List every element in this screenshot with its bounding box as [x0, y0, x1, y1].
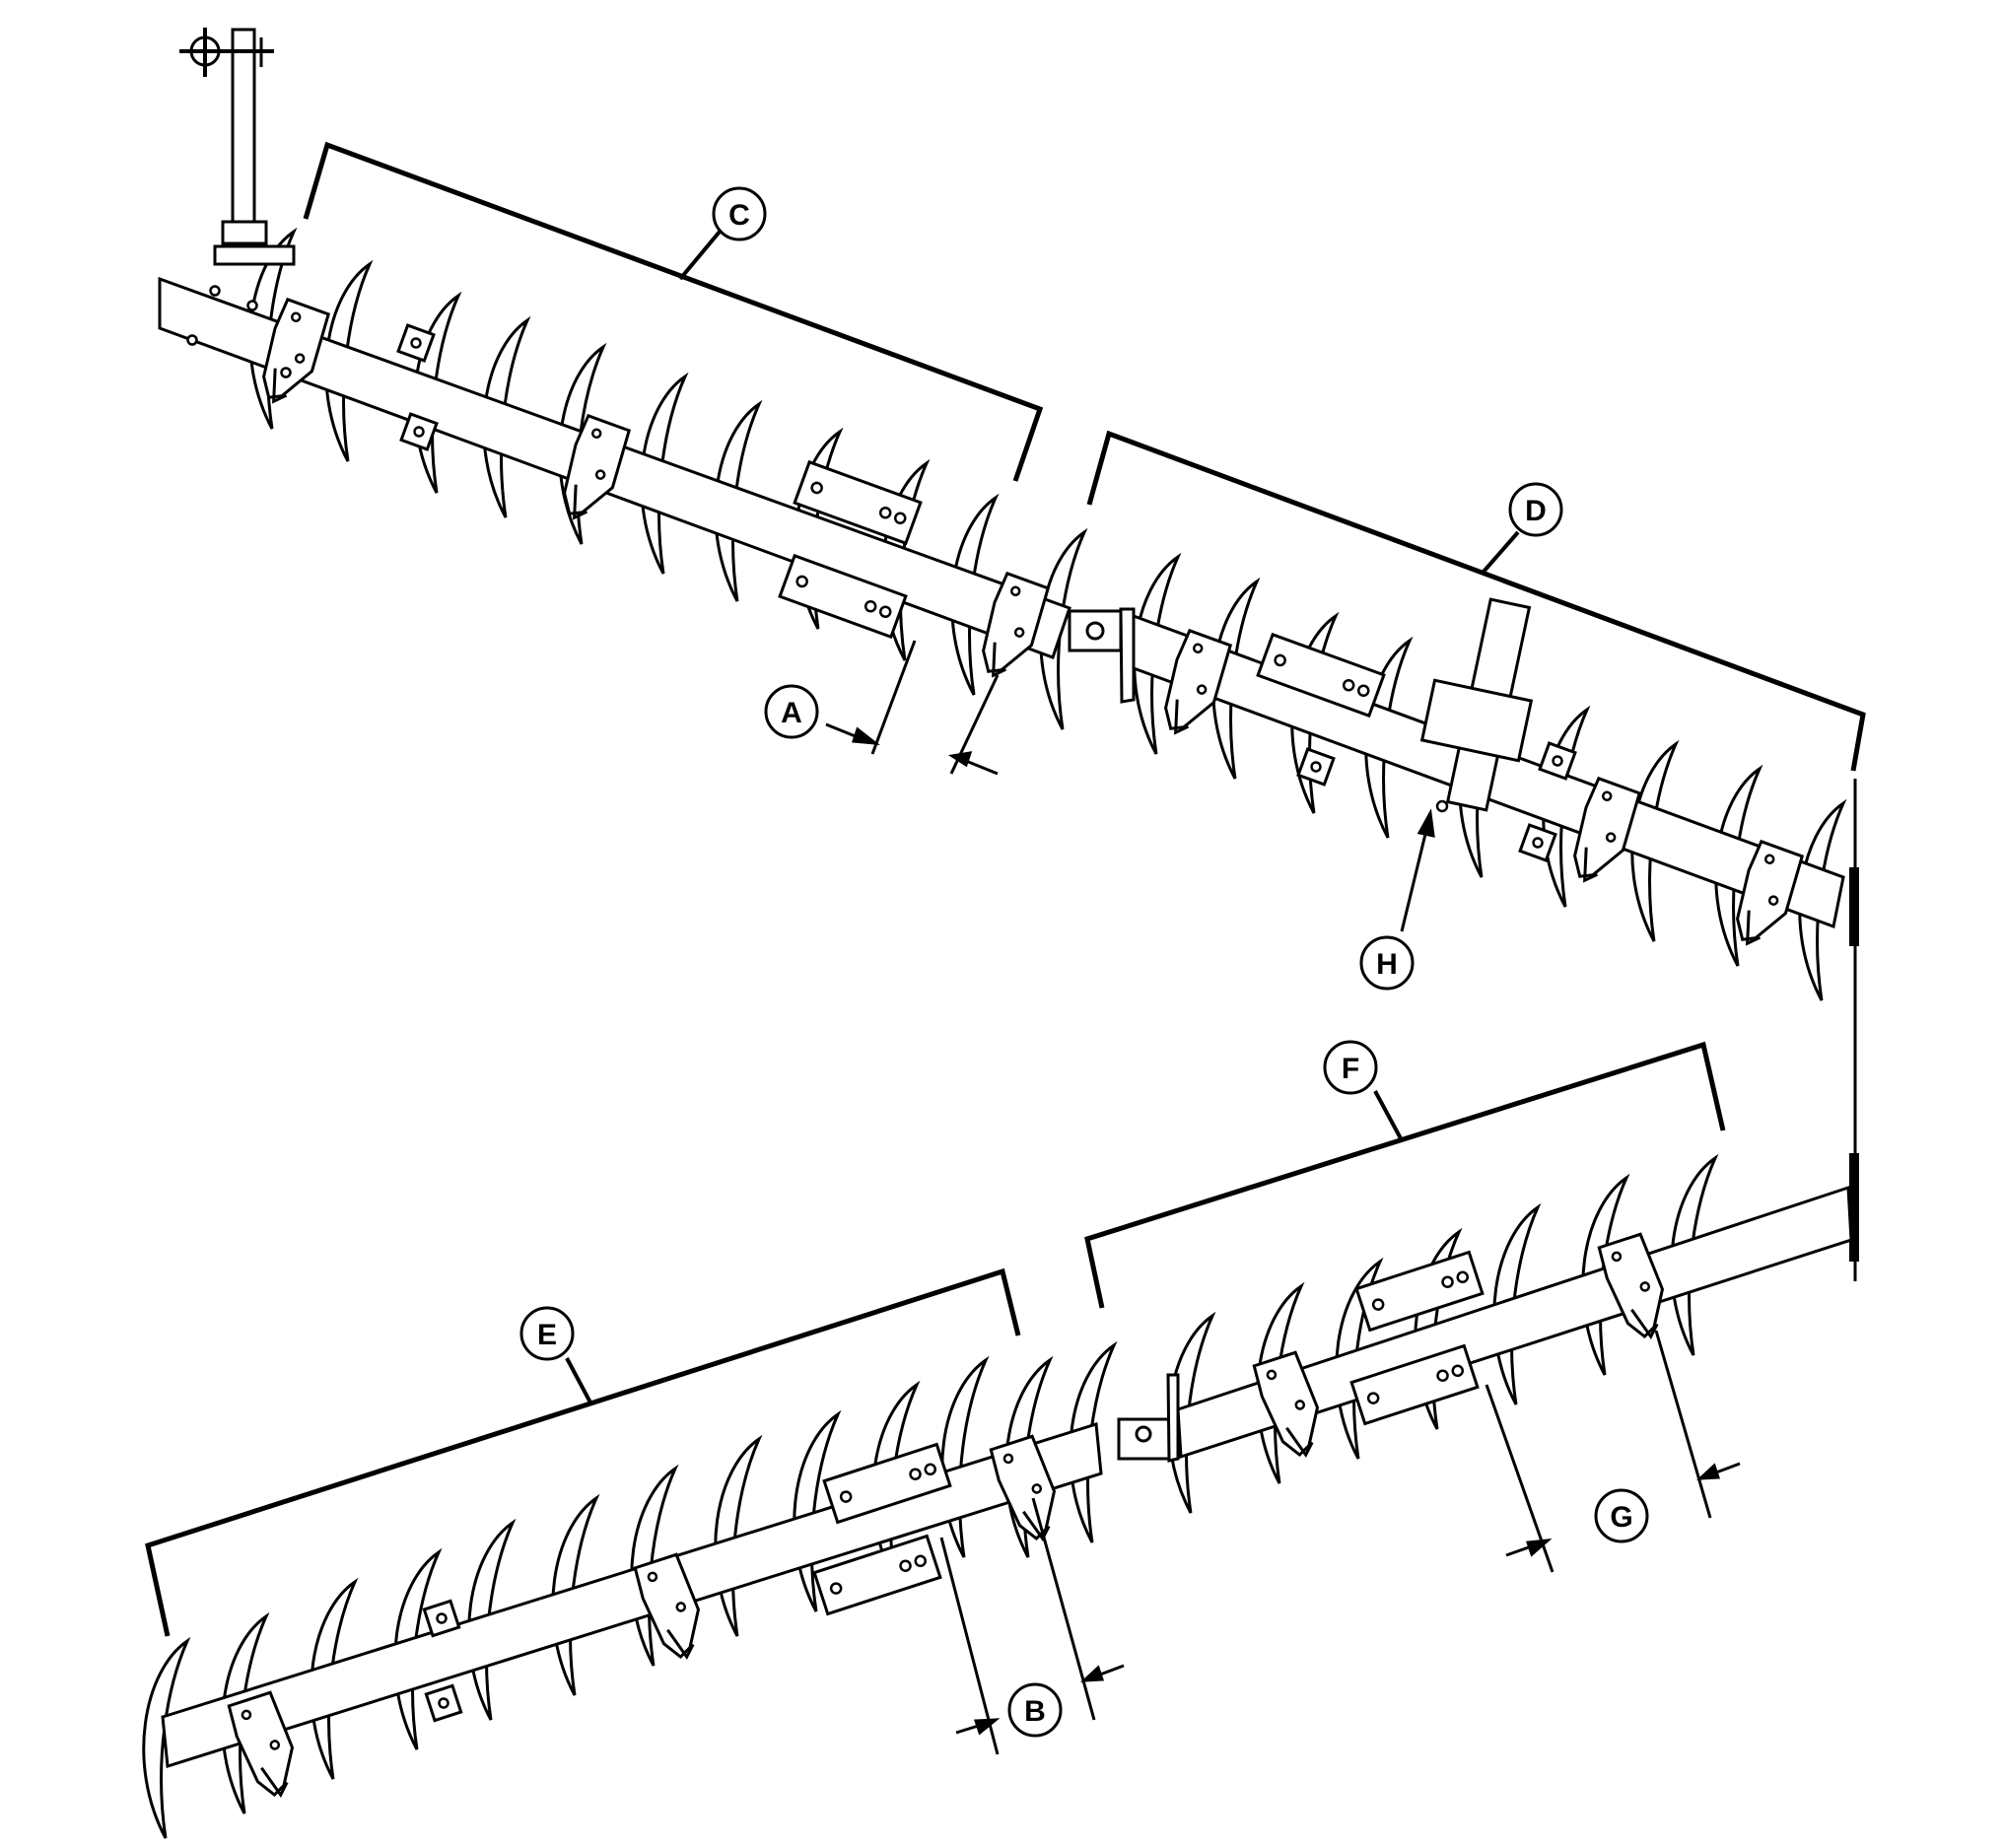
svg-text:G: G — [1610, 1501, 1632, 1534]
coupler-upper — [1068, 607, 1136, 704]
callout-e: E — [519, 1306, 575, 1361]
callout-a: A — [764, 684, 819, 739]
svg-text:H: H — [1376, 948, 1398, 981]
side-rod — [1849, 779, 1859, 1281]
callout-b: B — [1007, 1682, 1063, 1738]
callout-f: F — [1323, 1040, 1378, 1095]
callout-c: C — [712, 186, 767, 241]
svg-text:E: E — [537, 1319, 557, 1351]
callout-h: H — [1359, 935, 1415, 991]
leader-h — [1400, 808, 1435, 932]
bracket-e — [145, 1267, 1021, 1637]
svg-text:F: F — [1342, 1053, 1359, 1085]
svg-text:D: D — [1525, 495, 1547, 527]
svg-text:B: B — [1024, 1695, 1046, 1728]
dimension-g — [1485, 1330, 1741, 1573]
gang-d — [1132, 555, 1845, 1002]
bracket-d — [1086, 430, 1866, 772]
bracket-c — [303, 141, 1044, 482]
dimension-a — [825, 640, 1000, 776]
callout-d: D — [1508, 482, 1563, 537]
gang-f — [1069, 1156, 1853, 1544]
svg-text:A: A — [781, 697, 802, 729]
svg-text:C: C — [728, 199, 750, 232]
mount-h — [1419, 597, 1534, 813]
callout-g: G — [1594, 1488, 1649, 1543]
gang-e — [142, 1358, 1103, 1840]
dimension-b — [939, 1497, 1125, 1755]
gang-c — [158, 28, 1086, 731]
gang-c-bolts — [186, 285, 292, 378]
gang-e-frame-bar — [161, 1422, 1103, 1768]
coupler-lower — [1117, 1373, 1180, 1463]
hitch-post — [179, 28, 296, 266]
bracket-f — [1084, 1041, 1726, 1309]
